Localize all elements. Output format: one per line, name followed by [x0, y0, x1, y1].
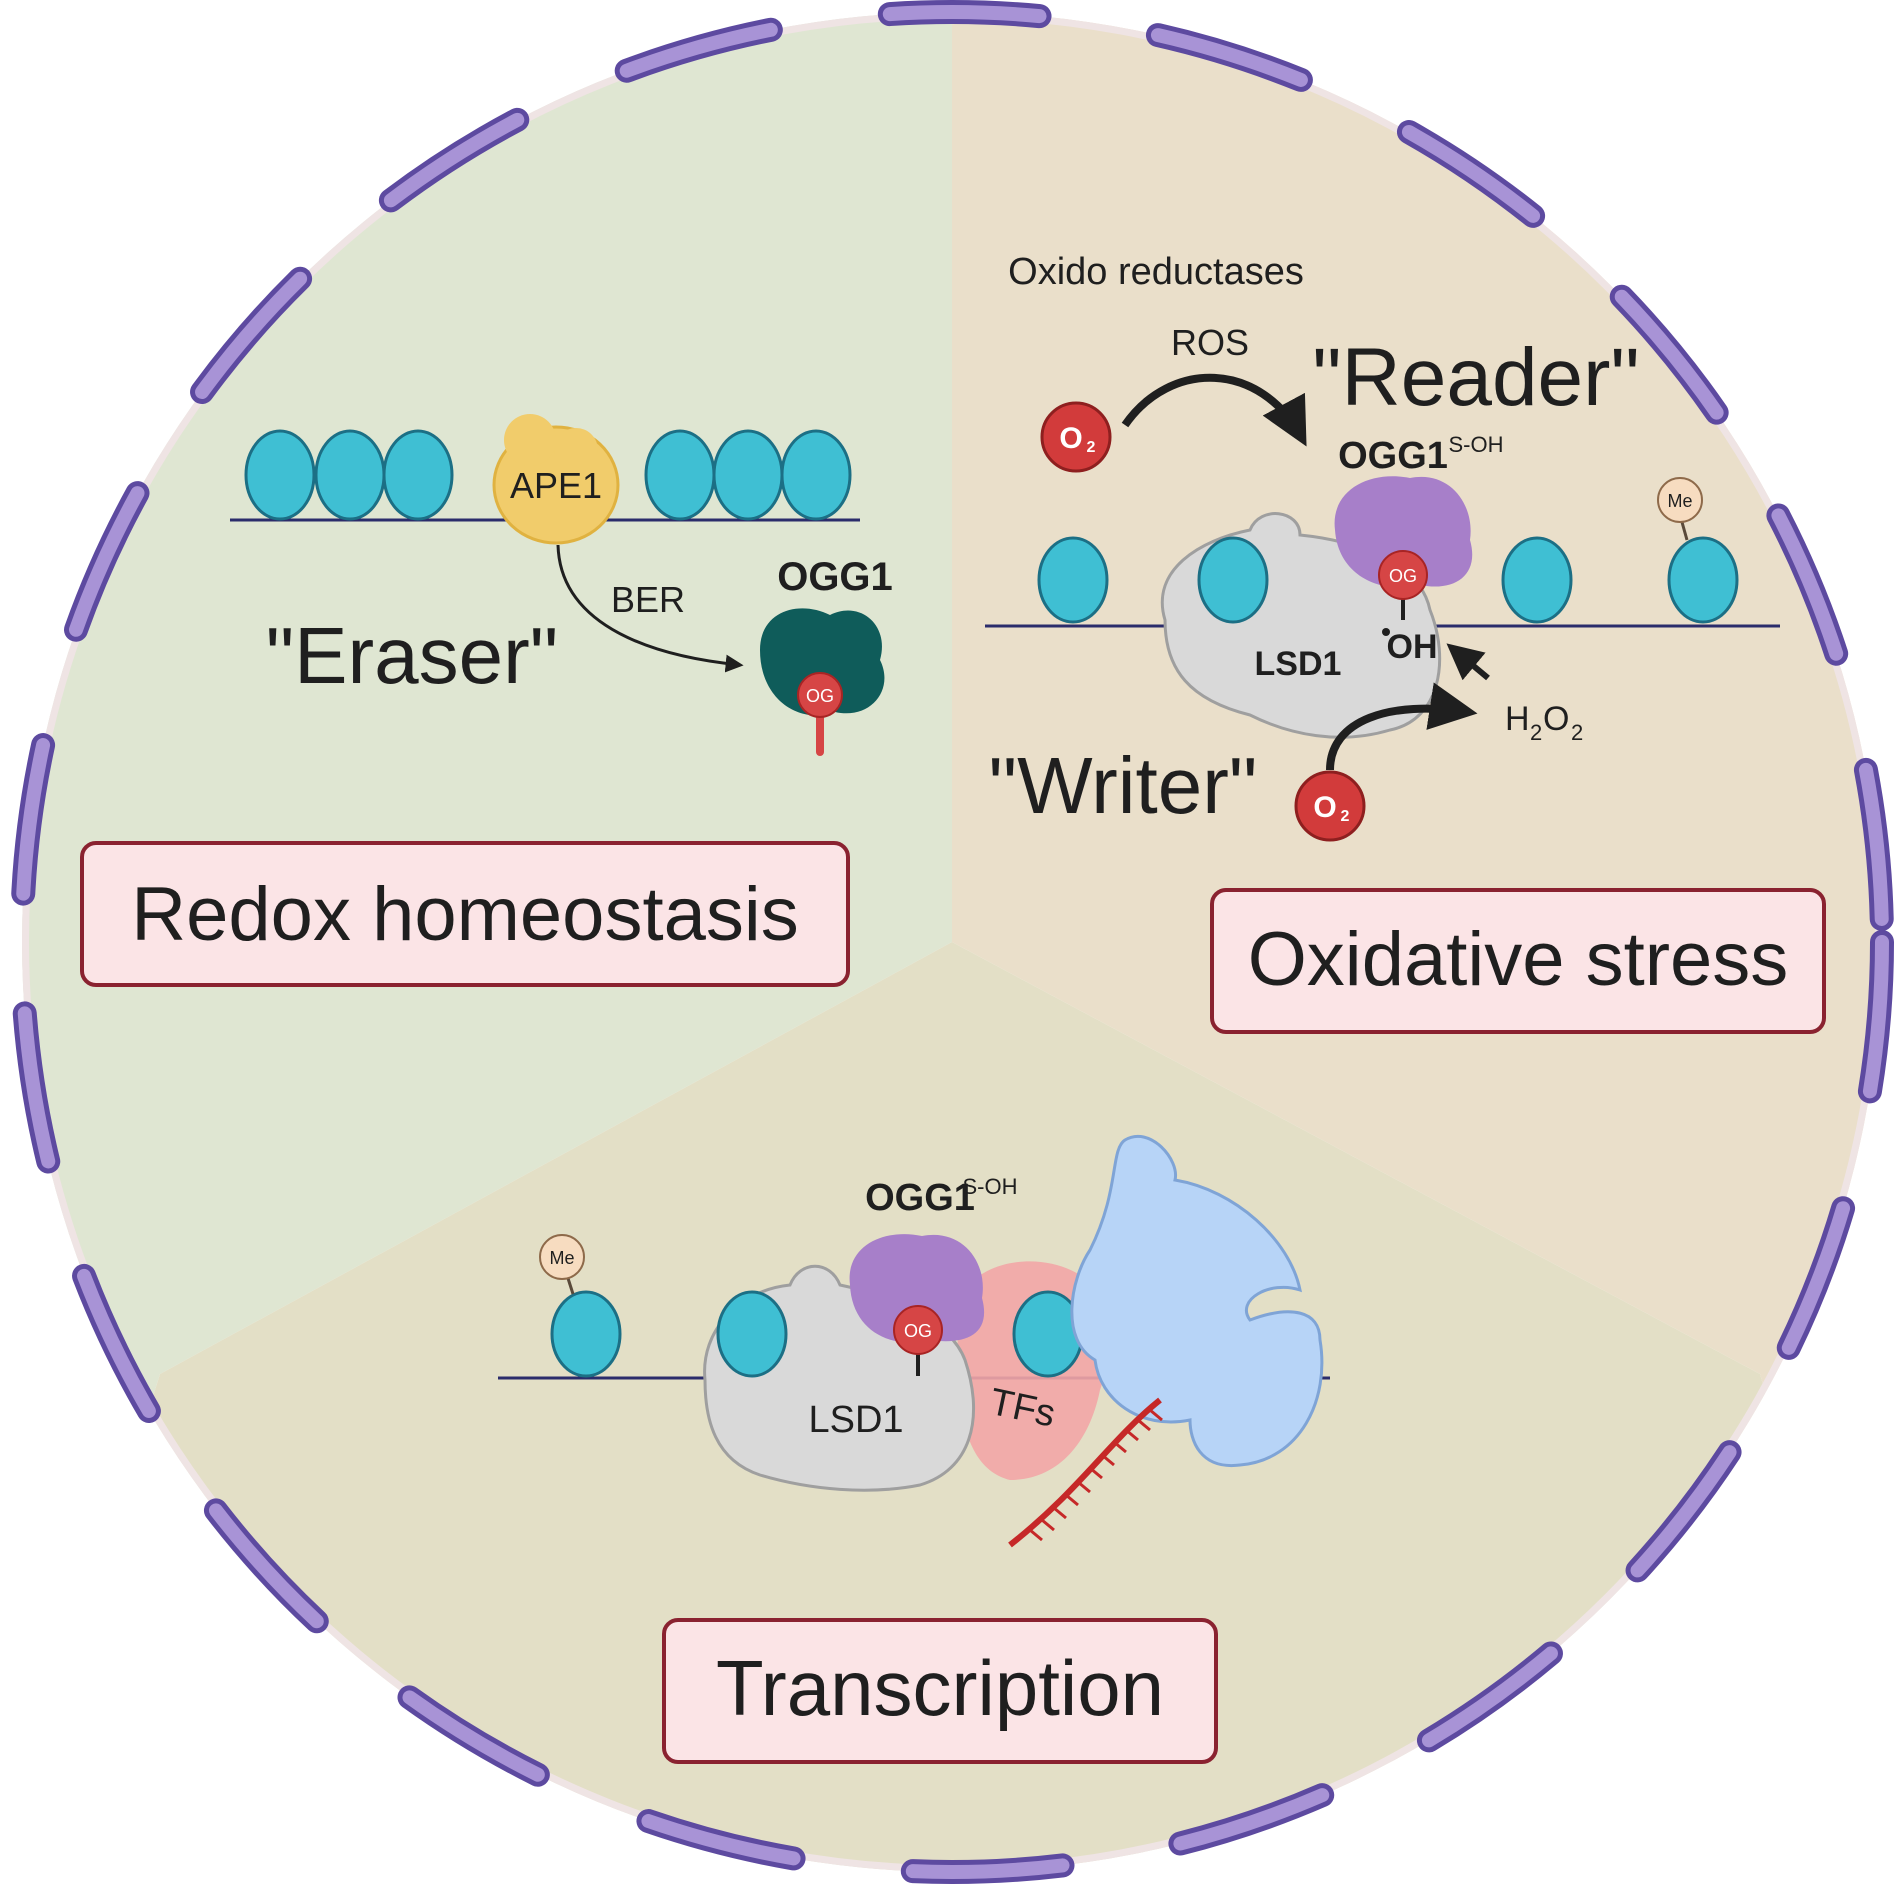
nucleosome-group-transcription — [550, 1290, 1084, 1378]
transcription-section: OGG1 S-OH TFs LSD1 Me OG Transcription — [498, 1134, 1330, 1764]
svg-text:O: O — [1059, 422, 1082, 455]
redox-section: APE1 BER OGG1 OG "Eraser" Redox homeosta… — [80, 414, 893, 987]
ogg1-sonh-superscript-transcription: S-OH — [963, 1174, 1018, 1199]
me-mark-oxidative — [1657, 477, 1703, 523]
o2-molecule-top: O 2 — [1040, 401, 1112, 473]
transcription-title: Transcription — [716, 1644, 1164, 1732]
ber-arrow — [556, 544, 744, 673]
writer-arrow — [1326, 682, 1478, 771]
redox-title-box — [80, 841, 850, 987]
me-label-transcription: Me — [549, 1248, 574, 1268]
h2o2-to-oh-arrow — [1446, 643, 1490, 681]
nucleosome-group — [244, 429, 852, 521]
me-mark-transcription — [539, 1234, 585, 1280]
ape1-label: APE1 — [510, 465, 602, 506]
ogg1-sonh-superscript: S-OH — [1449, 432, 1504, 457]
ros-arrow — [1121, 373, 1307, 447]
ogg1-sonh-label: OGG1 — [1338, 435, 1448, 477]
svg-text:2: 2 — [1341, 808, 1350, 825]
mrna-transcript — [1008, 1397, 1162, 1548]
ogg1-protein-purple — [1334, 476, 1473, 588]
ogg1-protein-green — [760, 608, 885, 756]
mrna-ticks — [1029, 1408, 1163, 1542]
rna-polymerase — [1070, 1134, 1324, 1467]
nucleosome-group-oxidative — [1037, 536, 1739, 624]
oxidative-section: Oxido reductases ROS O 2 "Reader" OGG1 S… — [985, 251, 1826, 1034]
oxidative-title-box — [1210, 888, 1826, 1034]
svg-text:O: O — [1543, 700, 1569, 738]
ogg1-sonh-label-transcription: OGG1 — [865, 1177, 975, 1219]
ogg1-label: OGG1 — [777, 555, 893, 599]
og-mark-oxidative — [1378, 550, 1428, 600]
svg-text:H: H — [1505, 700, 1530, 738]
lsd1-label-oxidative: LSD1 — [1255, 645, 1342, 683]
oh-label: OH — [1387, 628, 1438, 666]
ros-label: ROS — [1171, 322, 1249, 363]
h2o2-label: H 2 O 2 — [1505, 700, 1583, 745]
transcription-title-box — [662, 1618, 1218, 1764]
svg-text:2: 2 — [1087, 439, 1096, 456]
og-mark-transcription — [893, 1305, 943, 1355]
oxidative-title: Oxidative stress — [1248, 917, 1789, 1002]
og-label-redox: OG — [806, 686, 834, 706]
o2-molecule-bottom: O 2 — [1294, 770, 1366, 842]
ogg1-protein-purple-transcription — [849, 1234, 985, 1343]
svg-text:2: 2 — [1530, 720, 1542, 745]
ber-label: BER — [611, 579, 685, 620]
og-label-transcription: OG — [904, 1321, 932, 1341]
eraser-label: "Eraser" — [266, 611, 558, 700]
reader-label: "Reader" — [1312, 332, 1639, 423]
nuclear-membrane-inner — [15, 5, 1889, 1879]
writer-label: "Writer" — [989, 741, 1258, 830]
ape1-protein — [492, 414, 620, 545]
me-label-oxidative: Me — [1667, 491, 1692, 511]
redox-title: Redox homeostasis — [131, 872, 798, 957]
oxido-reductases-label: Oxido reductases — [1008, 251, 1304, 293]
svg-text:2: 2 — [1571, 720, 1583, 745]
hydroxyl-radical-dot — [1382, 628, 1390, 636]
og-label-oxidative: OG — [1389, 566, 1417, 586]
svg-text:O: O — [1313, 791, 1336, 824]
lsd1-label-transcription: LSD1 — [808, 1399, 903, 1441]
